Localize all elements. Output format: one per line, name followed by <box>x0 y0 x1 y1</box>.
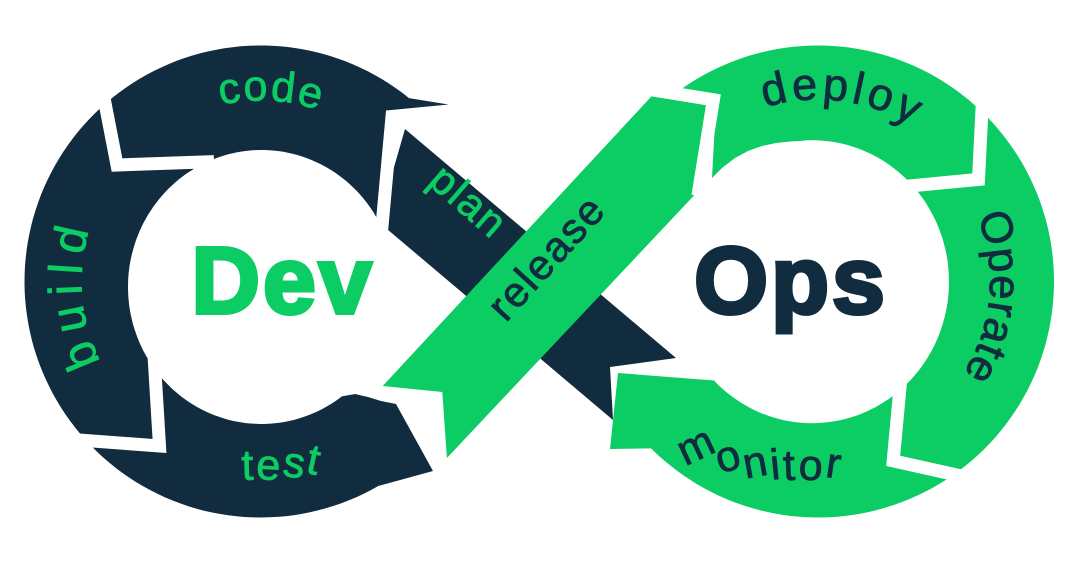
svg-text:p: p <box>977 245 1029 275</box>
svg-text:l: l <box>39 262 93 276</box>
svg-text:t: t <box>241 442 254 490</box>
svg-text:p: p <box>821 58 851 111</box>
svg-text:o: o <box>798 441 824 490</box>
svg-text:Ops: Ops <box>694 228 888 334</box>
svg-text:o: o <box>243 62 268 111</box>
svg-text:Dev: Dev <box>191 228 374 334</box>
svg-text:e: e <box>790 58 818 111</box>
svg-text:e: e <box>255 441 281 490</box>
svg-text:i: i <box>39 284 92 297</box>
svg-text:t: t <box>782 442 796 490</box>
svg-text:e: e <box>980 274 1030 300</box>
